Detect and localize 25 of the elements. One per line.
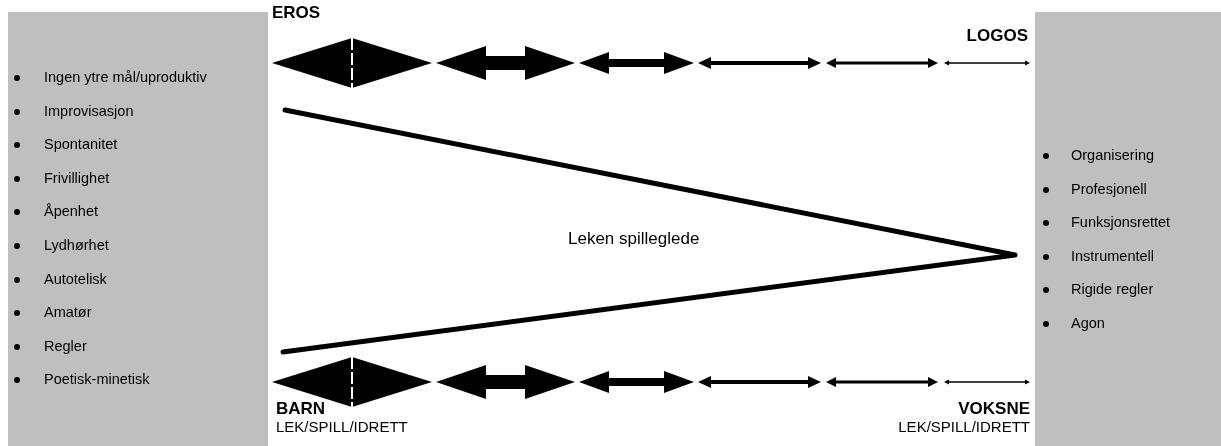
heading-label: LOGOS: [966, 27, 1028, 45]
bullet-item: Organisering: [1035, 146, 1154, 164]
bullet-item: Rigide regler: [1035, 280, 1154, 299]
bullet-item: Lydhørhet: [8, 236, 109, 254]
bullet-item: Agon: [1035, 314, 1105, 332]
bullet-item: Instrumentell: [1035, 246, 1154, 265]
bullet-item: Ingen ytre mål/uproduktiv: [8, 68, 207, 86]
bullet-item: Improvisasjon: [8, 101, 134, 120]
bullet-item: Amatør: [8, 303, 92, 322]
bullet-item: Spontanitet: [8, 135, 118, 154]
bullet-item: Åpenhet: [8, 202, 99, 221]
bullet-item: Autotelisk: [8, 269, 107, 288]
bullet-item: Poetisk-minetisk: [8, 370, 150, 389]
bullet-item: Profesjonell: [1035, 179, 1147, 198]
bullet-item: Frivillighet: [8, 168, 110, 187]
heading-label: BARN: [276, 400, 326, 418]
bullet-item: Regler: [8, 336, 87, 355]
bullet-item: Funksjonsrettet: [1035, 213, 1171, 232]
subheading-label: LEK/SPILL/IDRETT: [276, 418, 408, 436]
list-panel: [8, 12, 268, 446]
center-label: Leken spilleglede: [568, 230, 700, 248]
heading-label: VOKSNE: [958, 400, 1030, 418]
heading-label: EROS: [272, 4, 321, 22]
list-panel: [1035, 12, 1221, 446]
subheading-label: LEK/SPILL/IDRETT: [898, 418, 1030, 436]
